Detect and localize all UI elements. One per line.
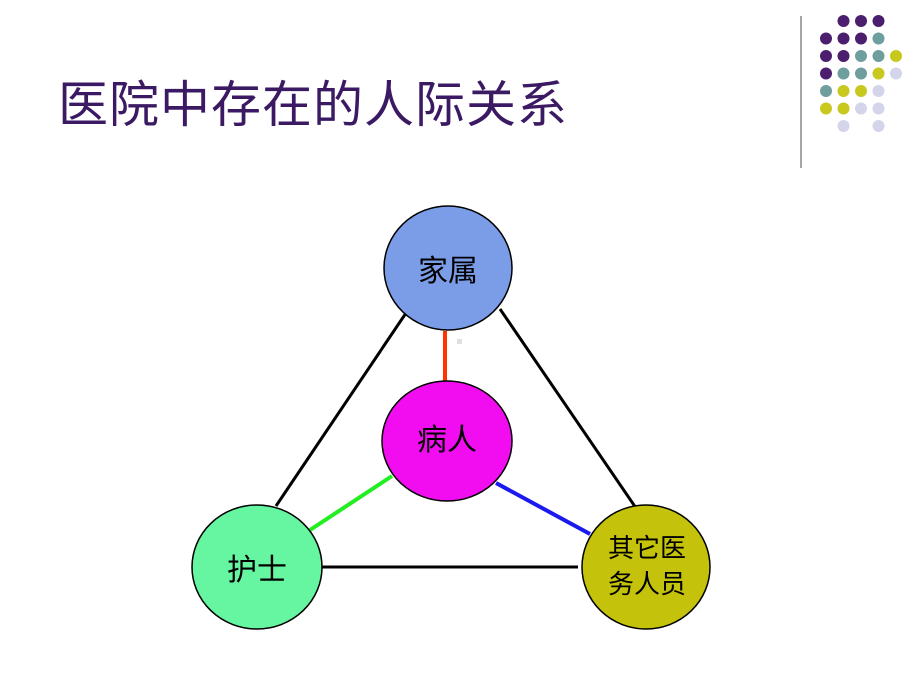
- decor-dot: [872, 32, 885, 45]
- node-patient-label: 病人: [417, 423, 477, 458]
- decor-dot: [820, 50, 832, 62]
- decor-dot: [837, 67, 850, 80]
- node-other-staff-label-line1: 其它医: [607, 534, 687, 564]
- decor-dot: [855, 67, 867, 80]
- decor-dot: [820, 85, 832, 97]
- node-nurse-label: 护士: [227, 553, 287, 588]
- decor-dot: [872, 85, 885, 97]
- edge-family-nurse: [274, 312, 408, 507]
- decor-dot: [872, 67, 885, 80]
- decor-dot: [890, 67, 902, 80]
- decor-dot: [855, 15, 867, 27]
- decor-dot: [872, 102, 885, 115]
- decor-dot: [837, 15, 850, 27]
- decor-dot: [855, 102, 867, 115]
- node-nurse: [191, 504, 323, 630]
- decor-dot: [820, 102, 832, 115]
- decor-dot: [837, 120, 850, 132]
- node-other-staff-label: 其它医 务人员: [608, 531, 686, 603]
- node-patient: [381, 380, 513, 502]
- edge-staff-patient: [495, 481, 591, 536]
- decor-dot: [820, 67, 832, 80]
- decor-small-square: [457, 339, 462, 344]
- decor-dot: [837, 50, 850, 62]
- node-family: [383, 205, 513, 331]
- decor-dot: [837, 102, 850, 115]
- decor-dot: [820, 32, 832, 45]
- decor-dot: [837, 32, 850, 45]
- decor-dot: [855, 85, 867, 97]
- decor-dot: [890, 50, 902, 62]
- decor-dot: [855, 32, 867, 45]
- decor-vertical-line: [800, 16, 802, 168]
- decor-dot: [872, 15, 885, 27]
- edge-nurse-patient: [308, 474, 394, 532]
- edge-family-staff: [498, 308, 638, 509]
- decor-dot: [872, 50, 885, 62]
- node-family-label: 家属: [418, 254, 478, 289]
- node-other-staff: [581, 504, 711, 630]
- decor-dot-grid: [820, 15, 902, 132]
- slide-title: 医院中存在的人际关系: [58, 76, 568, 134]
- node-other-staff-label-line2: 务人员: [607, 570, 687, 600]
- decor-dot: [855, 50, 867, 62]
- decor-dot: [837, 85, 850, 97]
- decor-dot: [872, 120, 885, 132]
